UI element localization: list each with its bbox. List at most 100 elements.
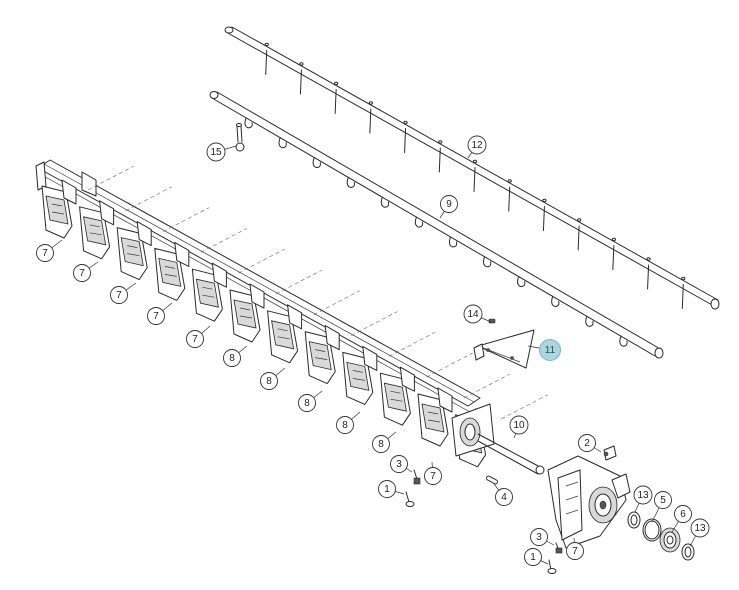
callout-c4: 4 <box>493 483 513 506</box>
rod-pin-cap <box>334 81 339 86</box>
callout-bubble <box>73 264 91 282</box>
callout-label: 7 <box>79 268 85 279</box>
callout-c9: 9 <box>439 195 458 219</box>
callout-label: 1 <box>530 552 536 563</box>
callout-label: 12 <box>471 140 483 151</box>
callout-label: 7 <box>153 311 159 322</box>
callout-c14: 14 <box>463 304 492 324</box>
callout-bubble <box>372 435 390 453</box>
rod-pin-cap <box>542 198 547 203</box>
callout-bubble <box>147 307 165 325</box>
callout-label: 5 <box>660 495 666 506</box>
phantom-line <box>125 186 172 212</box>
rod-hook <box>244 117 253 129</box>
callout-bubble <box>654 491 672 509</box>
callout-bubble <box>690 518 710 538</box>
callout-label: 7 <box>430 471 436 482</box>
phantom-line <box>313 290 360 316</box>
callout-c7c: 7 <box>110 282 137 304</box>
callout-c8d: 8 <box>336 411 361 434</box>
rod-hook <box>517 276 526 288</box>
callout-label: 7 <box>116 290 122 301</box>
blade-module <box>229 283 265 343</box>
callout-c1a: 1 <box>378 480 405 498</box>
callout-c8e: 8 <box>372 431 397 453</box>
rod-hook <box>312 157 321 169</box>
blade-module <box>267 304 303 364</box>
rod-pin-cap <box>681 276 686 281</box>
rod-pin-cap <box>507 179 512 183</box>
rod-pin-cap <box>403 120 408 125</box>
phantom-line <box>238 248 285 274</box>
rod-9 <box>209 91 664 359</box>
phantom-lines <box>87 165 548 420</box>
rod-hook <box>448 236 458 248</box>
bolt-set-right <box>547 542 563 574</box>
callout-bubble <box>633 485 653 505</box>
callout-label: 8 <box>378 439 384 450</box>
rod-hook <box>482 256 492 268</box>
drive-housing-left <box>451 403 495 457</box>
callout-bubble <box>223 349 241 367</box>
callout-c7f: 7 <box>424 461 442 485</box>
rod-pin <box>438 147 441 173</box>
main-shaft-assembly <box>35 159 548 468</box>
callout-c8b: 8 <box>260 367 286 390</box>
callout-bubble <box>298 394 316 412</box>
callout-c3a: 3 <box>390 455 413 473</box>
callout-bubble <box>509 415 529 435</box>
callout-label: 15 <box>210 147 222 158</box>
rod-hook <box>619 335 628 347</box>
callout-label: 11 <box>545 345 556 356</box>
rod-pin-cap <box>611 237 616 242</box>
part-14-pin <box>488 318 496 324</box>
blade-module <box>304 325 340 385</box>
callout-c7g: 7 <box>566 537 584 560</box>
callout-c13b: 13 <box>689 518 710 547</box>
callout-label: 6 <box>680 509 686 520</box>
callout-c11: 11 <box>527 339 561 361</box>
callout-label: 13 <box>694 523 706 534</box>
blade-module <box>154 241 190 301</box>
callout-bubble <box>110 286 128 304</box>
callout-label: 3 <box>536 532 542 543</box>
callout-c10: 10 <box>509 415 529 439</box>
callout-bubble <box>463 304 483 324</box>
callout-label: 10 <box>513 420 525 431</box>
callout-c1b: 1 <box>524 548 549 566</box>
callout-c2: 2 <box>578 434 602 453</box>
callout-bubble <box>530 528 548 546</box>
rod-hook <box>414 216 424 228</box>
callout-bubble <box>495 488 513 506</box>
rod-hook <box>585 315 594 327</box>
phantom-line <box>163 207 210 232</box>
rod-pin <box>369 108 372 134</box>
blade-row <box>41 179 491 468</box>
rod-pin-cap <box>577 218 582 222</box>
rod-pin <box>577 225 580 251</box>
callout-label: 8 <box>304 398 310 409</box>
part-10-shaft <box>477 433 545 475</box>
rod-pin <box>542 206 545 231</box>
blade-module <box>79 200 115 260</box>
callout-c7d: 7 <box>147 302 173 325</box>
callout-label: 9 <box>446 199 452 210</box>
callout-c13a: 13 <box>633 485 653 513</box>
rod-pin-cap <box>299 62 304 66</box>
callout-c8a: 8 <box>223 345 248 367</box>
callout-c7b: 7 <box>73 261 99 282</box>
callout-label: 3 <box>396 459 402 470</box>
rod-pin-cap <box>472 159 478 164</box>
phantom-line <box>275 269 323 295</box>
rod-pin <box>334 89 337 114</box>
phantom-line <box>87 165 135 191</box>
callout-label: 7 <box>42 248 48 259</box>
callout-c12: 12 <box>467 135 487 159</box>
rod-hook <box>346 176 355 188</box>
part-15-eyebolt <box>235 123 245 152</box>
part-13-ring-b <box>681 543 695 561</box>
rod-12 <box>224 26 720 310</box>
rod-hook <box>551 295 560 307</box>
rod-pin <box>299 69 302 95</box>
